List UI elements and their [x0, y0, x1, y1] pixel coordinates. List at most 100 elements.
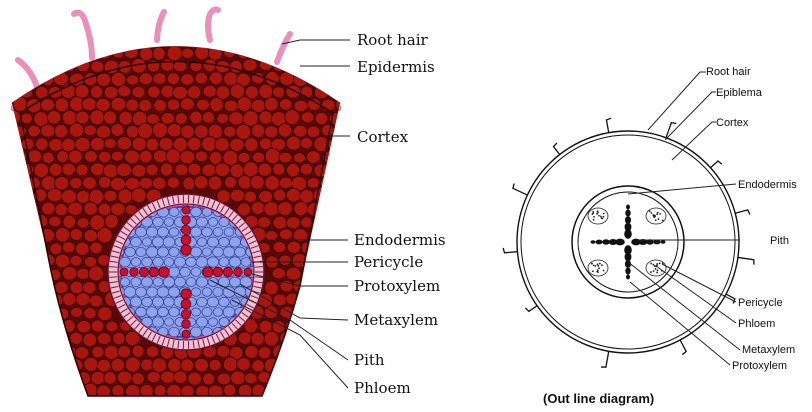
r-label-pith: Pith	[770, 235, 789, 247]
cortex-cell	[273, 216, 287, 229]
cortex-cell	[230, 371, 245, 385]
cortex-cell	[252, 360, 265, 372]
phloem-dot	[597, 269, 599, 271]
cortex-cell	[105, 214, 119, 228]
cortex-cell	[167, 124, 182, 137]
cortex-cell	[70, 229, 83, 241]
cortex-cell	[183, 177, 195, 190]
cortex-cell	[203, 85, 216, 97]
xylem-vessel	[181, 299, 191, 309]
cortex-cell	[153, 47, 166, 60]
pith-cell	[224, 228, 234, 237]
cortex-cell	[84, 357, 98, 371]
outline-phloem-patch	[588, 260, 608, 276]
cortex-cell	[76, 293, 90, 306]
cortex-cell	[70, 332, 83, 344]
pith-cell	[141, 277, 152, 287]
pith-cell	[152, 237, 164, 247]
cortex-cell	[14, 202, 27, 214]
cortex-cell	[259, 138, 271, 150]
root-hair	[157, 12, 164, 40]
r-label-protoxylem: Protoxylem	[732, 360, 787, 372]
cortex-cell	[48, 269, 61, 280]
cortex-cell	[188, 9, 200, 20]
cortex-cell	[14, 22, 26, 33]
cortex-cell	[292, 22, 305, 35]
cortex-cell	[154, 99, 167, 111]
pith-cell	[241, 258, 251, 267]
cortex-cell	[328, 6, 342, 21]
pith-cell	[202, 248, 211, 256]
cortex-cell	[224, 100, 238, 112]
cortex-cell	[12, 177, 26, 189]
cortex-cell	[285, 345, 300, 358]
cortex-cell	[49, 139, 63, 152]
cortex-cell	[166, 149, 180, 164]
cortex-cell	[251, 124, 264, 138]
cortex-cell	[190, 111, 203, 124]
label-metaxylem: Metaxylem	[354, 311, 438, 329]
outline-caption: (Out line diagram)	[543, 391, 654, 406]
cortex-cell	[0, 124, 14, 139]
cortex-cell	[49, 163, 62, 176]
outline-xylem-vessel	[625, 223, 632, 232]
cortex-cell	[89, 295, 102, 307]
cortex-cell	[5, 320, 19, 334]
outline-xylem-vessel	[590, 240, 595, 244]
outline-xylem-vessel	[625, 253, 632, 262]
cortex-cell	[34, 112, 48, 127]
cortex-cell	[301, 112, 314, 123]
cortex-cell	[118, 33, 131, 46]
cortex-cell	[180, 98, 194, 110]
cortex-cell	[0, 308, 13, 319]
cortex-cell	[266, 21, 280, 35]
cortex-cell	[313, 59, 328, 74]
cortex-cell	[161, 112, 174, 124]
pith-cell	[202, 288, 212, 297]
cortex-cell	[258, 347, 271, 359]
cortex-cell	[55, 254, 70, 268]
cortex-cell	[285, 7, 299, 20]
cortex-cell	[57, 151, 69, 163]
cortex-cell	[34, 294, 47, 306]
pith-cell	[213, 287, 223, 296]
cortex-cell	[118, 346, 131, 358]
r-label-cortex: Cortex	[716, 117, 749, 129]
cortex-cell	[251, 202, 265, 215]
cortex-cell	[63, 215, 76, 228]
cortex-cell	[20, 266, 33, 280]
cortex-cell	[35, 319, 49, 332]
xylem-vessel	[182, 330, 190, 338]
phloem-dot	[595, 265, 597, 267]
cortex-cell	[54, 357, 68, 372]
cortex-cell	[6, 294, 20, 307]
cortex-cell	[306, 151, 320, 164]
pith-cell	[146, 307, 158, 317]
pith-cell	[152, 317, 164, 327]
cortex-cell	[7, 215, 20, 228]
cortex-cell	[104, 372, 117, 385]
cortex-cell	[131, 188, 146, 203]
cortex-cell	[273, 371, 286, 385]
cortex-cell	[238, 152, 250, 163]
cortex-cell	[75, 137, 90, 151]
outline-xylem-vessel	[625, 268, 630, 275]
outline-xylem-vessel	[625, 216, 631, 224]
cortex-cell	[62, 267, 77, 280]
xylem-vessel	[181, 309, 190, 318]
cortex-cell	[265, 230, 277, 240]
cortex-cell	[41, 99, 55, 111]
cortex-cell	[5, 85, 20, 100]
pith-cell	[131, 237, 142, 247]
cortex-cell	[259, 190, 273, 202]
xylem-vessel	[244, 268, 252, 276]
cortex-cell	[0, 150, 14, 164]
pith-cell	[142, 257, 153, 267]
cortex-cell	[76, 164, 88, 176]
cortex-cell	[13, 72, 28, 85]
outline-phloem-patch	[588, 208, 608, 224]
cortex-cell	[293, 125, 307, 137]
cortex-cell	[250, 175, 264, 189]
outline-root-hair	[710, 161, 721, 168]
cortex-cell	[21, 34, 34, 45]
